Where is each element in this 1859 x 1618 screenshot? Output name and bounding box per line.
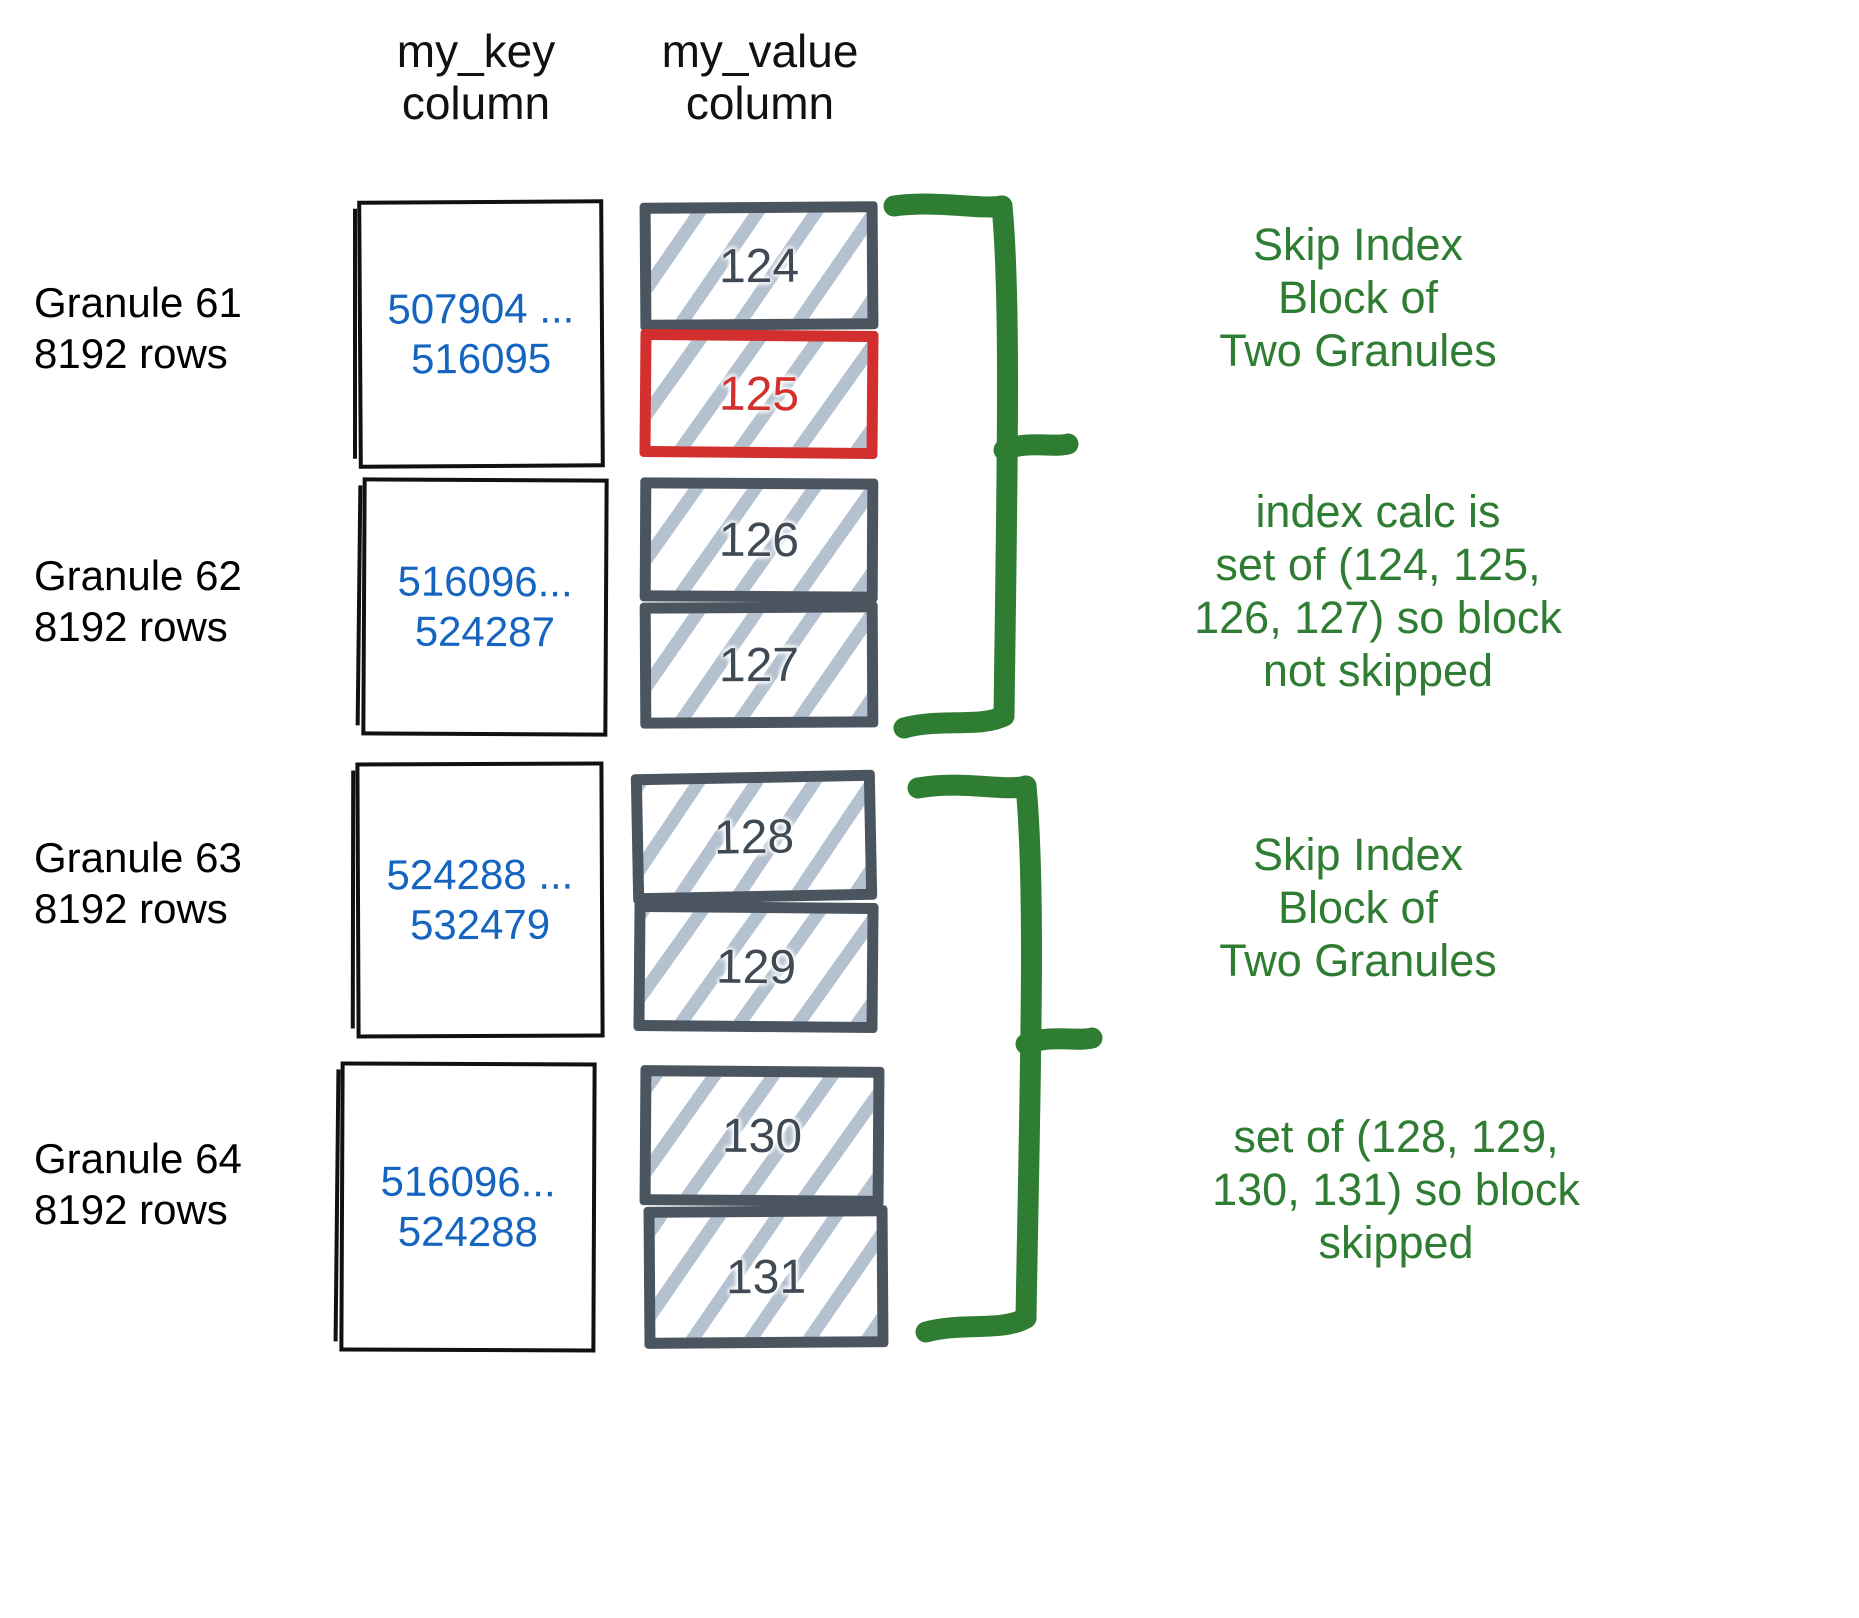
key-box-granule-61: 507904 ... 516095 <box>357 199 605 469</box>
key-box-granule-63: 524288 ... 532479 <box>355 761 605 1039</box>
column-header-my-key: my_key column <box>396 25 556 129</box>
annotation-set-of-skipped: set of (128, 129, 130, 131) so block ski… <box>1212 1111 1580 1269</box>
skip-index-bracket-block-2 <box>907 774 1103 1343</box>
value-text-130: 130 <box>721 1109 803 1163</box>
key-range-64: 516096... 524288 <box>380 1157 556 1256</box>
key-range-63: 524288 ... 532479 <box>386 850 574 949</box>
key-box-granule-64: 516096... 524288 <box>339 1061 597 1353</box>
column-header-my-value: my_value column <box>661 25 859 129</box>
value-text-125: 125 <box>718 367 800 421</box>
key-box-granule-62: 516096... 524287 <box>361 477 609 737</box>
value-box-130: 130 <box>639 1065 885 1207</box>
granule-label-61: Granule 61 8192 rows <box>34 279 242 378</box>
value-text-124: 124 <box>718 239 800 293</box>
granule-label-62: Granule 62 8192 rows <box>34 552 242 651</box>
granule-label-64: Granule 64 8192 rows <box>34 1135 242 1234</box>
value-box-131: 131 <box>643 1205 889 1349</box>
value-box-127: 127 <box>639 601 879 729</box>
value-text-126: 126 <box>718 513 800 567</box>
value-box-129: 129 <box>633 900 879 1034</box>
value-text-129: 129 <box>715 940 797 994</box>
value-text-128: 128 <box>713 809 795 865</box>
value-box-124: 124 <box>639 201 879 331</box>
key-range-62: 516096... 524287 <box>397 557 573 656</box>
value-box-128: 128 <box>630 769 878 905</box>
granule-label-63: Granule 63 8192 rows <box>34 834 242 933</box>
skip-index-bracket-block-1 <box>883 193 1079 739</box>
annotation-index-calc-not-skipped: index calc is set of (124, 125, 126, 127… <box>1194 486 1562 697</box>
value-box-126: 126 <box>639 477 879 603</box>
annotation-skip-index-block-1: Skip Index Block of Two Granules <box>1219 219 1497 377</box>
key-range-61: 507904 ... 516095 <box>387 284 575 383</box>
value-text-127: 127 <box>718 638 800 692</box>
value-text-131: 131 <box>725 1250 807 1304</box>
value-box-125-highlighted: 125 <box>639 328 879 460</box>
annotation-skip-index-block-2: Skip Index Block of Two Granules <box>1219 829 1497 987</box>
